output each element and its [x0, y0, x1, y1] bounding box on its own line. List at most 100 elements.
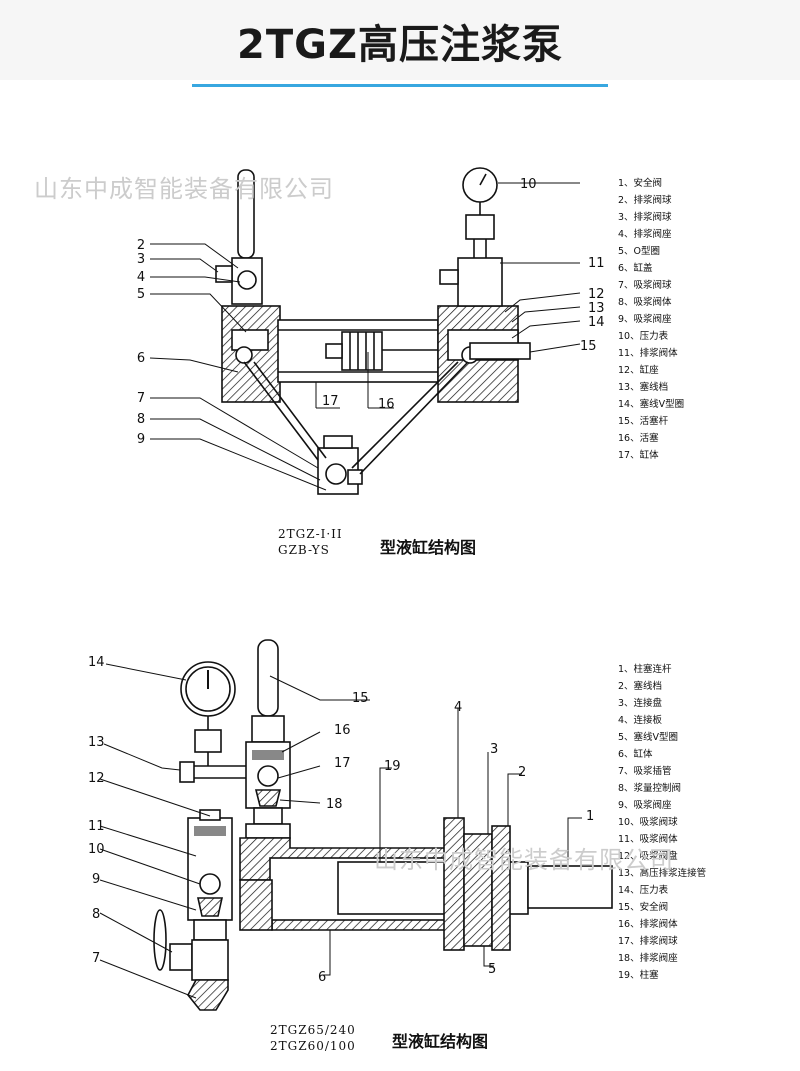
diagram2-callout-1: 1 — [586, 809, 594, 824]
diagram1-legend-item: 17、缸体 — [618, 449, 659, 461]
diagram1-callout-5: 5 — [137, 287, 145, 302]
diagram2-legend-item: 19、柱塞 — [618, 969, 659, 981]
diagram1-callout-12: 12 — [588, 287, 605, 302]
diagram2-caption-model-1: 2TGZ65/240 — [270, 1023, 356, 1037]
diagram1-callout-9: 9 — [137, 432, 145, 447]
diagram1-piston — [341, 331, 383, 371]
diagram2-caption-model-2: 2TGZ60/100 — [270, 1039, 356, 1053]
diagram1-callout-17: 17 — [322, 394, 339, 409]
diagram2-callout-2: 2 — [518, 765, 526, 780]
diagram2-callout-3: 3 — [490, 742, 498, 757]
diagram1-leaders — [149, 182, 581, 491]
diagram2-callout-14: 14 — [88, 655, 105, 670]
diagram2-callout-9: 9 — [92, 872, 100, 887]
diagram1-caption: 2TGZ-I·II GZB-YS 型液缸结构图 — [278, 527, 476, 557]
diagram2-callout-4: 4 — [454, 700, 462, 715]
diagram1-caption-model-2: GZB-YS — [278, 543, 330, 557]
diagram2-legend-item: 8、浆量控制阀 — [618, 782, 681, 794]
diagram2-legend-item: 15、安全阀 — [618, 901, 668, 913]
diagram2-callout-5: 5 — [488, 962, 496, 977]
diagram2-drawing — [153, 639, 613, 1011]
diagram2-callout-18: 18 — [326, 797, 343, 812]
diagram2-legend-item: 18、排浆阀座 — [618, 952, 678, 964]
page-title: 2TGZ高压注浆泵 — [237, 22, 563, 68]
diagram2-gland — [491, 825, 511, 951]
diagram1-caption-text: 型液缸结构图 — [380, 538, 476, 557]
diagram2-legend-item: 16、排浆阀体 — [618, 918, 678, 930]
diagram2-caption: 2TGZ65/240 2TGZ60/100 型液缸结构图 — [270, 1023, 488, 1053]
diagram2-connection-plate — [443, 817, 465, 951]
diagram2-legend-item: 2、塞线档 — [618, 680, 662, 692]
watermark-bottom: 山东中成智能装备有限公司 — [374, 846, 674, 874]
diagram1-callout-16: 16 — [378, 397, 395, 412]
diagram1-callout-1: 10 — [520, 177, 537, 192]
diagram2-callout-7: 7 — [92, 951, 100, 966]
diagram1-callout-11: 11 — [588, 256, 605, 271]
diagram1-callout-7: 7 — [137, 391, 145, 406]
diagram2-legend-item: 9、吸浆阀座 — [618, 799, 672, 811]
diagram2-legend-item: 11、吸浆阀体 — [618, 833, 678, 845]
diagram2-suction-pipe — [187, 979, 229, 1011]
diagram2-legend-item: 4、连接板 — [618, 714, 663, 726]
diagram2-legend-item: 10、吸浆阀球 — [618, 816, 678, 828]
diagram1-piston-rod — [469, 342, 531, 360]
diagram1-legend-item: 12、缸座 — [618, 364, 659, 376]
diagram2-callout-11: 11 — [88, 819, 105, 834]
diagram2-caption-text: 型液缸结构图 — [392, 1032, 488, 1051]
header-band — [0, 0, 800, 80]
diagram2-callout-15: 15 — [352, 691, 369, 706]
diagram2-leaders — [99, 663, 582, 999]
diagram1-legend-item: 9、吸浆阀座 — [618, 313, 672, 325]
diagram2-legend-item: 14、压力表 — [618, 884, 669, 896]
diagram1-legend: 1、安全阀 2、排浆阀球 3、排浆阀球 4、排浆阀座 5、O型圈 6、缸盖 7、… — [618, 177, 684, 461]
diagram1-legend-item: 7、吸浆阀球 — [618, 279, 672, 291]
diagram2-legend-item: 17、排浆阀球 — [618, 935, 678, 947]
diagram2-legend-item: 6、缸体 — [618, 748, 653, 760]
diagram2-callout-16: 16 — [334, 723, 351, 738]
diagram2-legend-item: 5、塞线V型圈 — [618, 731, 678, 743]
diagram1-legend-item: 15、活塞杆 — [618, 415, 669, 427]
diagram1-legend-item: 6、缸盖 — [618, 262, 653, 274]
diagram1-legend-item: 4、排浆阀座 — [618, 228, 672, 240]
diagram2-legend-item: 3、连接盘 — [618, 697, 663, 709]
diagram2-callout-10: 10 — [88, 842, 105, 857]
diagram2-callout-12: 12 — [88, 771, 105, 786]
diagram2-connection-disk — [463, 833, 493, 947]
watermark-top: 山东中成智能装备有限公司 — [34, 175, 334, 203]
diagram1-callout-15: 15 — [580, 339, 597, 354]
diagram1-legend-item: 16、活塞 — [618, 432, 659, 444]
diagram1-callouts: 10 2 3 4 5 6 7 8 9 11 12 13 14 15 16 17 — [137, 177, 605, 447]
diagram2-legend: 1、柱塞连杆 2、塞线档 3、连接盘 4、连接板 5、塞线V型圈 6、缸体 7、… — [618, 663, 706, 981]
diagram2-callout-17: 17 — [334, 756, 351, 771]
diagram1-legend-item: 3、排浆阀球 — [618, 211, 672, 223]
diagram2-callout-6: 6 — [318, 970, 326, 985]
diagram1-legend-item: 13、塞线档 — [618, 381, 668, 393]
diagram1-callout-4: 4 — [137, 270, 145, 285]
diagram2-legend-item: 1、柱塞连杆 — [618, 663, 672, 675]
diagram1-legend-item: 10、压力表 — [618, 330, 669, 342]
diagram1-drawing — [215, 167, 531, 495]
diagram1-legend-item: 1、安全阀 — [618, 177, 662, 189]
diagram1-legend-item: 11、排浆阀体 — [618, 347, 678, 359]
diagram2-slurry-control-valve — [169, 943, 193, 971]
diagram2-plunger-rod — [527, 865, 613, 909]
diagram1-callout-2: 2 — [137, 238, 145, 253]
diagram1-legend-item: 2、排浆阀球 — [618, 194, 672, 206]
diagram2-legend-item: 13、高压排浆连接管 — [618, 867, 706, 879]
diagram2-legend-item: 7、吸浆插管 — [618, 765, 672, 777]
diagram1-legend-item: 8、吸浆阀体 — [618, 296, 672, 308]
diagram1-callout-6: 6 — [137, 351, 145, 366]
diagram1-callout-8: 8 — [137, 412, 145, 427]
diagram1-callout-3: 3 — [137, 252, 145, 267]
diagram2-legend-item: 12、吸浆阀盘 — [618, 850, 678, 862]
diagram1-callout-14: 14 — [588, 315, 605, 330]
diagram1-legend-item: 5、O型圈 — [618, 246, 660, 257]
title-underline — [192, 84, 608, 87]
diagram2-callout-13: 13 — [88, 735, 105, 750]
diagram1-caption-model-1: 2TGZ-I·II — [278, 527, 343, 541]
diagram1-legend-item: 14、塞线V型圈 — [618, 398, 684, 410]
diagram2-callouts: 1 2 3 4 5 6 7 8 9 10 11 12 13 14 15 16 1… — [88, 655, 594, 985]
diagram2-callout-8: 8 — [92, 907, 100, 922]
diagram2-callout-19: 19 — [384, 759, 401, 774]
